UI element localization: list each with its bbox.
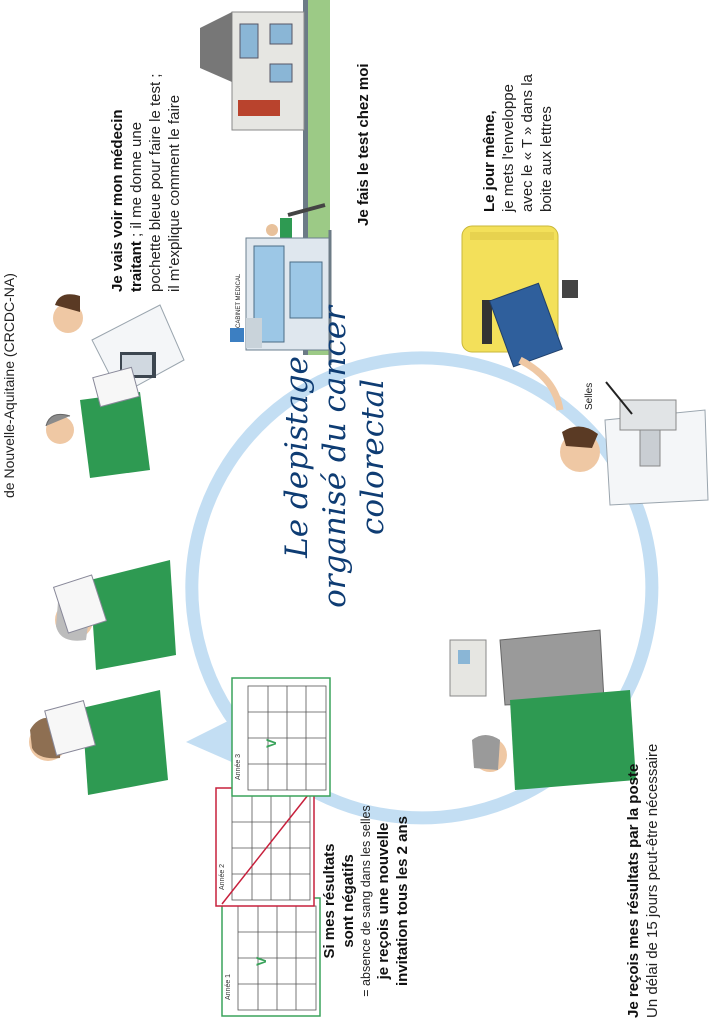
- doctor-line-2: traitant ; il me donne une: [128, 121, 145, 292]
- house-icon: [200, 0, 330, 355]
- calendar-2-label: Année 2: [219, 863, 226, 890]
- step-mail-text: Le jour même, je mets l'enveloppe avec l…: [480, 74, 556, 212]
- results-line-1: Je reçois mes résultats par la poste: [625, 763, 642, 1018]
- envelope-icon: [488, 282, 564, 411]
- medical-building-icon: [230, 230, 332, 365]
- calendar-year-1: V: [221, 897, 321, 1017]
- doctor-line-4: il m'explique comment le faire: [166, 94, 183, 292]
- svg-text:V: V: [253, 956, 269, 966]
- calendar-year-2: [215, 787, 315, 907]
- patient-at-doctor-icon: [45, 366, 150, 478]
- calendar-3-label: Année 3: [235, 753, 242, 780]
- step-home-test-text: Je fais le test chez moi: [355, 63, 372, 226]
- diagram-title: Le depistage organisé du cancer colorect…: [278, 302, 392, 612]
- svg-text:V: V: [263, 738, 279, 748]
- step-negative-text: Si mes résultats sont négatifs = absence…: [320, 786, 412, 1016]
- results-line-2: Un délai de 15 jours peut-être nécessair…: [644, 743, 661, 1018]
- negative-line-4: je reçois une nouvelle: [375, 822, 392, 980]
- calendar-1-label: Année 1: [225, 973, 232, 1000]
- couple-with-letters-icon: [29, 560, 176, 795]
- negative-line-5: invitation tous les 2 ans: [394, 815, 411, 987]
- mail-line-3: avec le « T » dans la: [519, 74, 536, 212]
- title-line-3: colorectal: [355, 379, 391, 535]
- step-results-text: Je reçois mes résultats par la poste Un …: [624, 744, 662, 1018]
- walking-person-icon: [266, 203, 326, 240]
- negative-line-3: = absence de sang dans les selles: [359, 805, 373, 997]
- step-doctor-text: Je vais voir mon médecin traitant ; il m…: [108, 74, 184, 292]
- negative-line-1: Si mes résultats: [321, 843, 338, 959]
- doctor-line-3: pochette bleue pour faire le test ;: [147, 73, 164, 292]
- person-receiving-mail-icon: [449, 629, 636, 790]
- mail-line-4: boite aux lettres: [538, 106, 555, 212]
- mail-line-2: je mets l'enveloppe: [500, 84, 517, 212]
- mail-line-1: Le jour même,: [481, 110, 498, 212]
- calendar-year-3: V: [231, 677, 331, 797]
- lab-technician-icon: [560, 381, 709, 506]
- title-line-1: Le depistage: [279, 356, 315, 558]
- building-sign: CABINET MEDICAL: [236, 273, 242, 328]
- title-line-2: organisé du cancer: [317, 306, 353, 608]
- selles-label: Selles: [584, 382, 595, 410]
- negative-line-2: sont négatifs: [340, 854, 357, 948]
- doctor-line-1: Je vais voir mon médecin: [109, 109, 126, 292]
- header-fragment: de Nouvelle-Aquitaine (CRCDC-NA): [1, 273, 17, 498]
